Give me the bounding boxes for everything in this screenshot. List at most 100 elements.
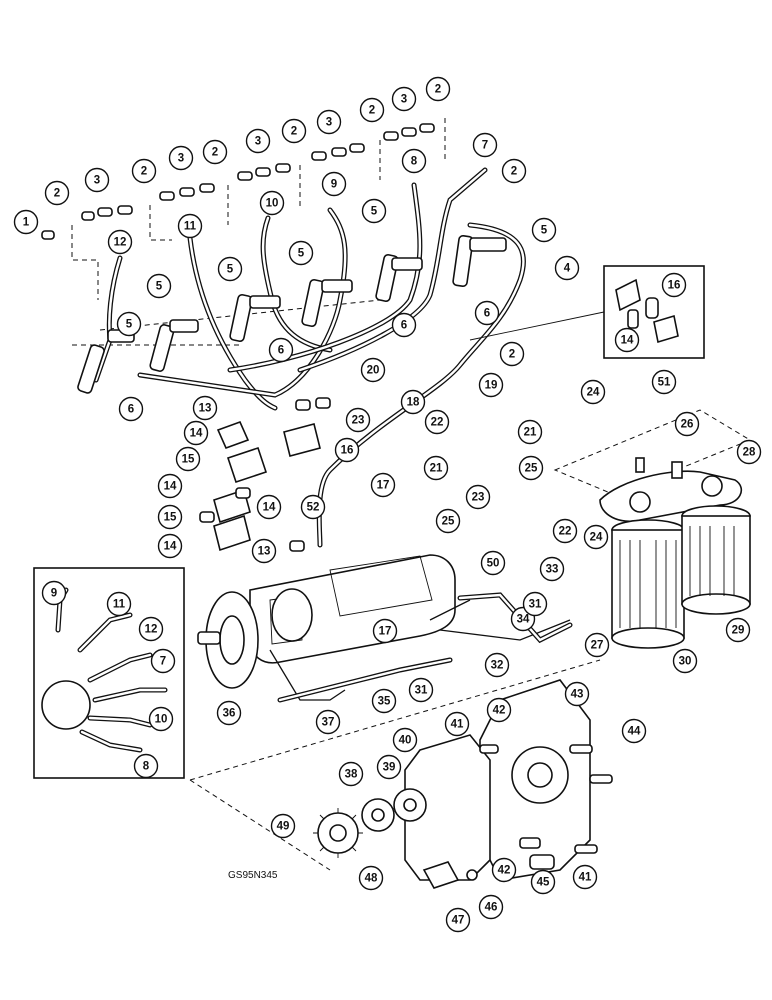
callout-circle	[157, 533, 183, 559]
callout-number: 43	[571, 689, 584, 701]
callout-circle	[13, 209, 39, 235]
callout-number: 23	[352, 415, 365, 427]
callout-circle	[315, 709, 341, 735]
callout-12: 12	[138, 616, 164, 642]
callout-circle	[480, 550, 506, 576]
callout-number: 36	[223, 708, 236, 720]
callout-number: 9	[331, 179, 337, 191]
callout-number: 44	[628, 726, 641, 738]
callout-number: 14	[164, 481, 177, 493]
callout-2: 2	[359, 97, 385, 123]
callout-circle	[472, 132, 498, 158]
callout-number: 33	[546, 564, 559, 576]
callout-13: 13	[251, 538, 277, 564]
callout-circle	[157, 504, 183, 530]
callout-8: 8	[133, 753, 159, 779]
callout-number: 6	[278, 345, 284, 357]
callout-20: 20	[360, 357, 386, 383]
fuel-filter-29	[681, 505, 751, 615]
callout-number: 42	[498, 865, 511, 877]
callout-25: 25	[518, 455, 544, 481]
callout-circle	[474, 300, 500, 326]
callout-circle	[400, 389, 426, 415]
callout-circle	[465, 484, 491, 510]
callout-circle	[539, 556, 565, 582]
callout-number: 28	[743, 447, 756, 459]
callout-14: 14	[183, 420, 209, 446]
callout-2: 2	[281, 118, 307, 144]
callout-circle	[435, 508, 461, 534]
callout-number: 2	[291, 126, 297, 138]
callout-number: 45	[537, 877, 550, 889]
callout-14: 14	[614, 327, 640, 353]
callout-number: 26	[681, 419, 694, 431]
callout-32: 32	[484, 652, 510, 678]
callout-circle	[168, 145, 194, 171]
callout-circle	[118, 396, 144, 422]
callout-21: 21	[517, 419, 543, 445]
callout-5: 5	[531, 217, 557, 243]
callout-number: 3	[255, 136, 261, 148]
callout-27: 27	[584, 632, 610, 658]
callout-circle	[360, 357, 386, 383]
callout-35: 35	[371, 688, 397, 714]
callout-circle	[486, 697, 512, 723]
callout-circle	[376, 754, 402, 780]
callout-number: 32	[491, 660, 504, 672]
callout-number: 5	[156, 281, 163, 293]
callout-circle	[552, 518, 578, 544]
callout-10: 10	[148, 706, 174, 732]
callout-number: 7	[482, 140, 488, 152]
callout-3: 3	[84, 167, 110, 193]
callout-circle	[491, 857, 517, 883]
callout-circle	[202, 139, 228, 165]
injector-lines-assembly	[41, 118, 526, 548]
callout-number: 14	[621, 335, 634, 347]
callout-17: 17	[370, 472, 396, 498]
callout-49: 49	[270, 813, 296, 839]
callout-43: 43	[564, 681, 590, 707]
callout-46: 46	[478, 894, 504, 920]
callout-number: 5	[371, 206, 378, 218]
callout-circle	[270, 813, 296, 839]
callout-circle	[359, 97, 385, 123]
injector-2	[149, 319, 199, 372]
callout-number: 3	[401, 94, 407, 106]
callout-number: 10	[266, 198, 279, 210]
callout-circle	[423, 455, 449, 481]
callout-number: 2	[141, 166, 147, 178]
callout-42: 42	[486, 697, 512, 723]
injector-4	[301, 278, 353, 328]
callout-22: 22	[424, 409, 450, 435]
callout-number: 16	[668, 280, 681, 292]
callout-number: 2	[212, 147, 218, 159]
callout-circle	[391, 86, 417, 112]
callout-8: 8	[401, 148, 427, 174]
callout-13: 13	[192, 395, 218, 421]
callout-48: 48	[358, 865, 384, 891]
callout-number: 2	[369, 105, 375, 117]
callout-number: 2	[511, 166, 517, 178]
callout-circle	[518, 455, 544, 481]
callout-6: 6	[474, 300, 500, 326]
callout-circle	[478, 894, 504, 920]
callout-circle	[281, 118, 307, 144]
callout-circle	[175, 446, 201, 472]
callout-number: 8	[411, 156, 418, 168]
callout-circle	[584, 632, 610, 658]
callout-circle	[217, 256, 243, 282]
callout-number: 21	[430, 463, 443, 475]
callout-circle	[106, 591, 132, 617]
callout-number: 15	[182, 454, 195, 466]
callout-9: 9	[321, 171, 347, 197]
callout-circle	[245, 128, 271, 154]
callout-circle	[445, 907, 471, 933]
callout-number: 38	[345, 769, 358, 781]
callout-circle	[370, 472, 396, 498]
callout-circle	[499, 341, 525, 367]
callout-50: 50	[480, 550, 506, 576]
callout-number: 27	[591, 640, 604, 652]
callout-44: 44	[621, 718, 647, 744]
callout-circle	[531, 217, 557, 243]
callout-circle	[372, 618, 398, 644]
